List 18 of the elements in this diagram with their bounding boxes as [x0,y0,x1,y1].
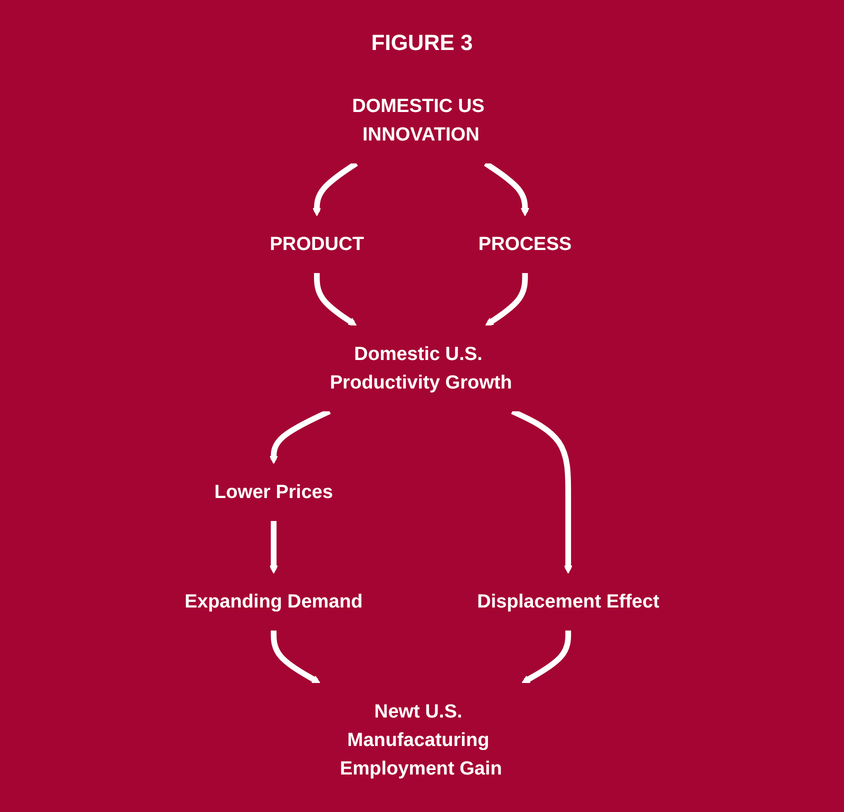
node-text: PROCESS [478,234,572,255]
node-text: DOMESTIC US INNOVATION [352,96,484,146]
arrow [511,408,572,574]
node-text: PRODUCT [270,234,364,255]
figure-title: FIGURE 3 [371,30,473,56]
node-text: Displacement Effect [477,591,660,612]
arrow [485,273,528,326]
arrow [312,161,358,216]
arrow [270,630,320,684]
arrow [314,273,357,326]
arrow [522,630,572,684]
node-text: Domestic U.S. Productivity Growth [330,344,512,394]
arrow [269,520,278,574]
node-text: Lower Prices [214,482,334,503]
node-text: Newt U.S. Manufacaturing Employment Gain [340,701,502,780]
arrow [269,408,331,464]
node-text: Expanding Demand [184,591,363,612]
arrow [484,161,530,216]
